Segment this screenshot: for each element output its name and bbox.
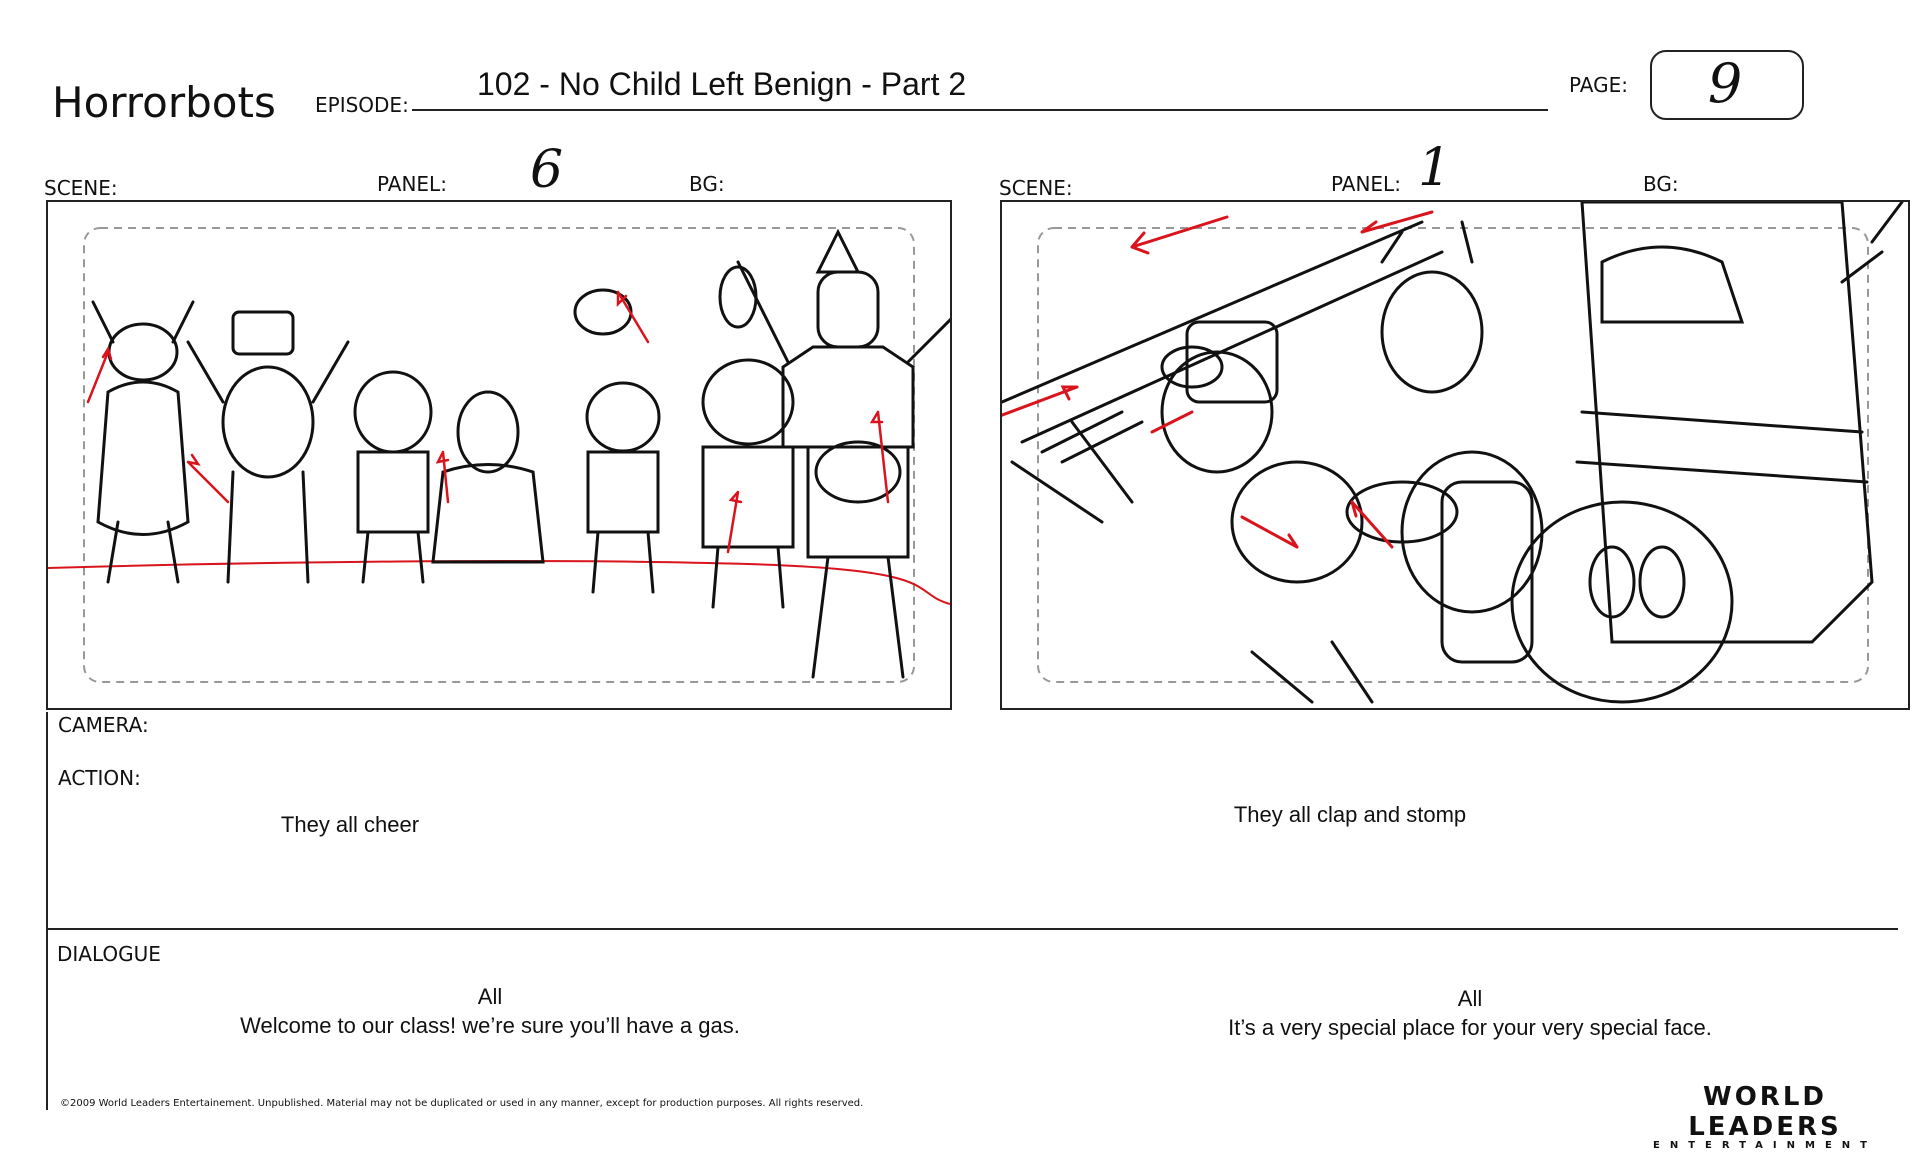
panel2-dialogue-speaker: All [1457,986,1483,1011]
panel2-action-text: They all clap and stomp [1233,802,1467,827]
panel1-action-text: They all cheer [280,812,420,837]
logo-subtitle: ENTERTAINMENT [1653,1140,1877,1151]
panel1-bg-label: BG: [689,172,725,196]
notes-divider [46,928,1898,930]
panel1-dialogue-line: Welcome to our class! we’re sure you’ll … [240,1013,740,1038]
copyright-notice: ©2009 World Leaders Entertainement. Unpu… [60,1098,864,1109]
episode-value: 102 - No Child Left Benign - Part 2 [477,66,966,103]
panel2-panel-number: 1 [1418,138,1452,198]
panel1-panel-number: 6 [530,140,564,200]
action-label: ACTION: [58,766,141,790]
panel2-sketch [1002,202,1904,704]
panel1-dialogue: All Welcome to our class! we’re sure you… [180,982,800,1040]
panel2-dialogue-line: It’s a very special place for your very … [1228,1015,1712,1040]
panel2-dialogue: All It’s a very special place for your v… [1140,984,1800,1042]
panel2-panel-label: PANEL: [1331,172,1401,196]
episode-part: - Part 2 [861,66,967,102]
company-logo: WORLD LEADERS ENTERTAINMENT [1640,1082,1890,1151]
episode-underline [412,109,1548,111]
page-number: 9 [1707,52,1743,115]
page-label: PAGE: [1569,73,1628,97]
panel1-dialogue-speaker: All [477,984,503,1009]
panel1-scene-label: SCENE: [44,176,118,200]
panel2-scene-label: SCENE: [999,176,1073,200]
show-title: Horrorbots [52,78,276,127]
storyboard-panel-2 [1000,200,1910,710]
dialogue-label: DIALOGUE [57,942,161,966]
notes-left-border [46,712,48,1110]
panel1-sketch [48,227,950,683]
panel2-bg-label: BG: [1643,172,1679,196]
episode-title: 102 - No Child Left Benign [477,66,853,102]
camera-label: CAMERA: [58,713,149,737]
storyboard-panel-1 [46,200,952,710]
logo-wordmark: WORLD LEADERS [1688,1082,1842,1142]
episode-label: EPISODE: [315,93,409,117]
panel1-panel-label: PANEL: [377,172,447,196]
page-number-box [1650,50,1804,120]
